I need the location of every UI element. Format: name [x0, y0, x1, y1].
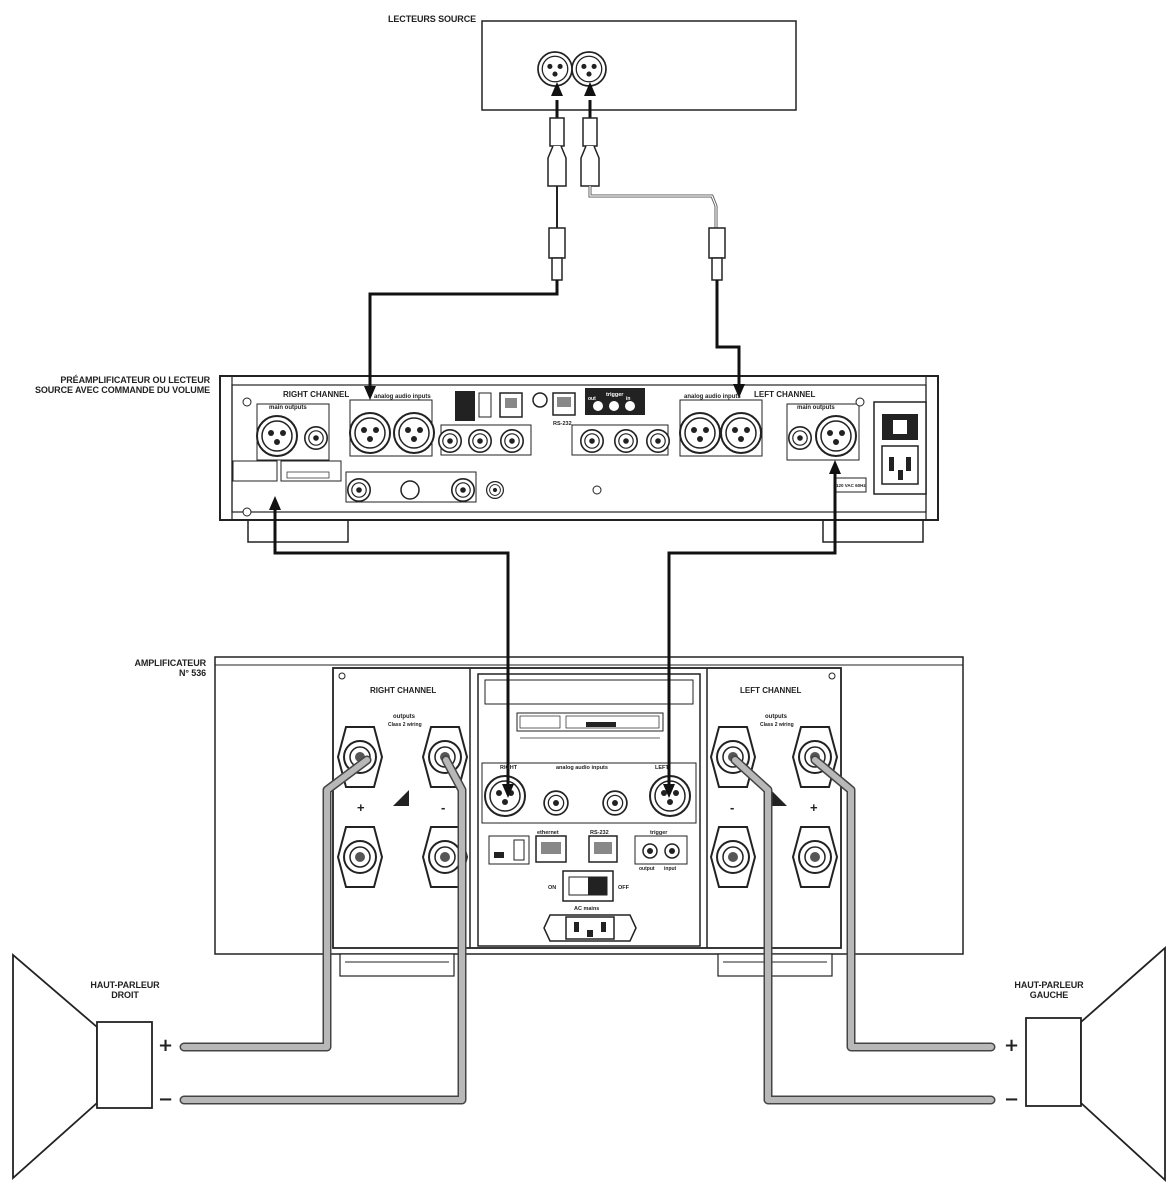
amp-rs232-label: RS-232	[590, 830, 609, 836]
amp-heatsink-fins	[484, 679, 694, 705]
preamp-digital-inputs	[345, 471, 504, 503]
speaker-left-label: HAUT-PARLEUR GAUCHE	[994, 980, 1104, 1000]
preamp-rca-inputs	[571, 424, 671, 456]
speaker-left-label-line2: GAUCHE	[1029, 990, 1069, 1000]
speaker-left-label-line1: HAUT-PARLEUR	[1014, 980, 1084, 990]
source-players-box	[481, 20, 797, 111]
amp-ethernet-port	[535, 835, 567, 863]
preamp-main-outputs-right: main outputs	[269, 405, 307, 411]
amp-right-input-label: RIGHT	[500, 765, 518, 771]
amp-right-binding-posts	[337, 726, 468, 888]
preamp-usb-port	[455, 391, 492, 421]
amp-ethernet-label: ethernet	[537, 830, 559, 836]
amp-trigger-output-label: output	[639, 866, 655, 872]
speaker-right-label-line2: DROIT	[111, 990, 139, 1000]
amp-left-channel-label: LEFT CHANNEL	[740, 686, 801, 695]
speaker-left	[1025, 946, 1166, 1183]
speaker-left-plus: +	[1004, 1035, 1020, 1056]
amp-plus-left-label: +	[810, 800, 818, 815]
preamp-rs232-label: RS-232	[553, 421, 572, 427]
preamp-ir-port	[532, 392, 548, 408]
speaker-right-label-line1: HAUT-PARLEUR	[90, 980, 160, 990]
amp-outputs-left-sub: Class 2 wiring	[760, 722, 794, 728]
preamp-logo-plate	[232, 460, 342, 482]
panel-labels: RIGHT CHANNEL LEFT CHANNEL main outputs …	[269, 390, 866, 912]
amp-right-channel-label: RIGHT CHANNEL	[370, 686, 436, 695]
amp-outputs-left: outputs	[765, 714, 788, 720]
amp-on-label: ON	[548, 885, 556, 891]
amp-left-input-label: LEFT	[655, 765, 669, 771]
preamp-trigger-label: trigger	[606, 392, 624, 398]
preamplifier	[219, 375, 939, 543]
preamp-right-channel-label: RIGHT CHANNEL	[283, 390, 349, 399]
amp-trigger-jacks	[634, 835, 688, 865]
preamp-right-main-output	[256, 403, 330, 461]
source-xlr-left	[571, 51, 607, 87]
preamp-label-line1: PRÉAMPLIFICATEUR OU LECTEUR	[60, 375, 210, 385]
amp-off-label: OFF	[618, 885, 630, 891]
amp-trigger-input-label: input	[664, 866, 677, 872]
preamp-trigger-panel	[585, 388, 645, 415]
preamp-rs232-port	[552, 392, 576, 416]
preamp-right-analog-inputs	[349, 399, 532, 457]
amp-usb-port	[488, 835, 530, 865]
speaker-right-label: HAUT-PARLEUR DROIT	[70, 980, 180, 1000]
speaker-right-minus: −	[158, 1089, 174, 1110]
xlr-cables	[269, 82, 841, 798]
amp-label-line1: AMPLIFICATEUR	[134, 658, 206, 668]
amp-power-switch	[562, 870, 614, 902]
amp-rs232-port	[588, 835, 618, 863]
amp-outputs-right: outputs	[393, 714, 416, 720]
preamp-label-line2: SOURCE AVEC COMMANDE DU VOLUME	[34, 385, 210, 395]
preamp-analog-inputs-right: analog audio inputs	[374, 394, 431, 400]
amp-outputs-right-sub: Class 2 wiring	[388, 722, 422, 728]
amp-plus-right-label: +	[357, 800, 365, 815]
speaker-right	[12, 953, 153, 1181]
preamp-main-outputs-left: main outputs	[797, 405, 835, 411]
preamp-left-channel-label: LEFT CHANNEL	[754, 390, 815, 399]
speaker-left-minus: −	[1004, 1089, 1020, 1110]
amp-left-binding-posts	[710, 726, 838, 888]
preamp-trigger-in: in	[626, 396, 630, 402]
amp-trigger-label: trigger	[650, 830, 668, 836]
amp-label-line2: N° 536	[178, 668, 206, 678]
amp-ac-mains-label: AC mains	[574, 906, 599, 912]
preamp-trigger-out: out	[588, 396, 596, 402]
preamp-ethernet-port	[499, 392, 523, 418]
amp-power-inlet	[543, 914, 637, 942]
amp-logo-plate	[516, 712, 664, 739]
source-players-label: LECTEURS SOURCE	[388, 14, 477, 24]
preamp-left-main-output	[786, 403, 860, 461]
preamp-power-inlet	[873, 401, 927, 495]
preamp-voltage-label: 120 VAC 60Hz	[836, 483, 866, 488]
amp-analog-inputs-label: analog audio inputs	[556, 765, 608, 771]
source-xlr-right	[537, 51, 573, 87]
speaker-right-plus: +	[158, 1035, 174, 1056]
amp-minus-right-label: -	[441, 800, 445, 815]
preamp-left-analog-inputs	[679, 399, 763, 457]
speaker-wires	[179, 755, 996, 1105]
preamp-analog-inputs-left: analog audio inputs	[684, 394, 741, 400]
amp-label: AMPLIFICATEUR N° 536	[100, 658, 206, 678]
amp-minus-left-label: -	[730, 800, 734, 815]
preamp-label: PRÉAMPLIFICATEUR OU LECTEUR SOURCE AVEC …	[6, 375, 210, 395]
amp-analog-inputs	[481, 762, 697, 824]
amplifier	[214, 656, 964, 977]
